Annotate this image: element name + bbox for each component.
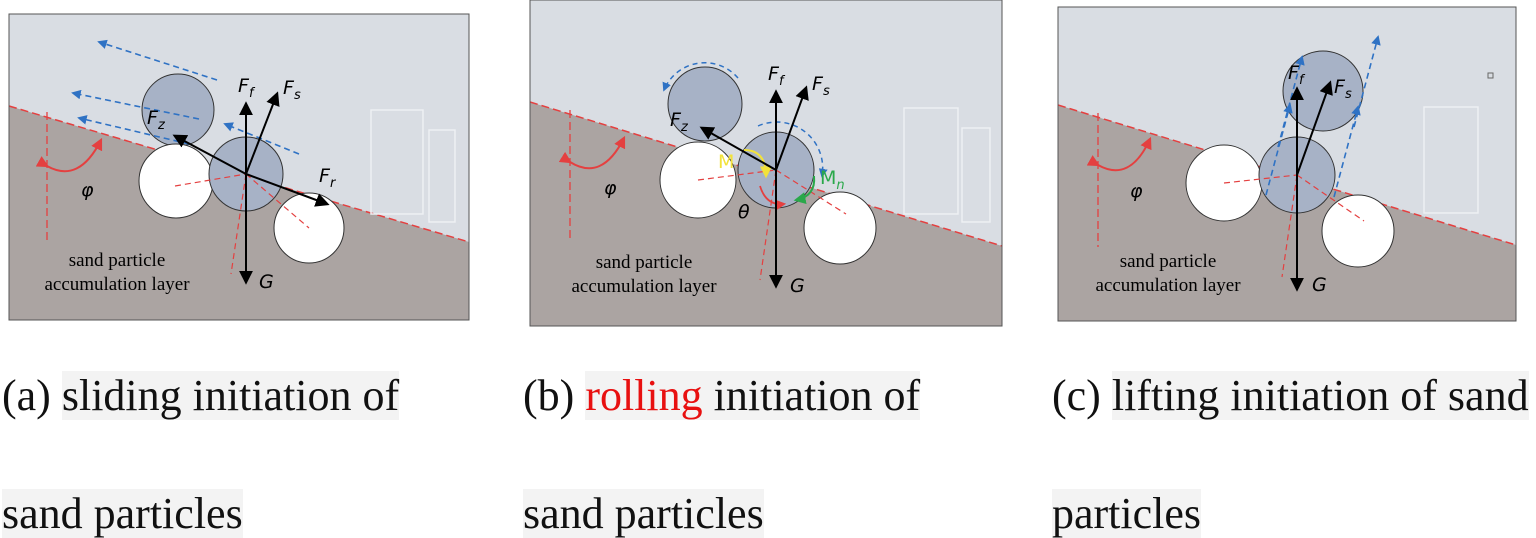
white-particle-right (1321, 194, 1395, 268)
motion-arrow (71, 89, 200, 120)
small-square-marker (1487, 72, 1494, 79)
lift-arrow (1333, 105, 1361, 198)
panel-c-diagram: φ Ff Fs G sand particle accumulation lay… (1057, 6, 1517, 322)
label-ff: Ff (238, 75, 256, 101)
ghost-rect (903, 107, 959, 215)
lift-arrow (1265, 103, 1293, 196)
label-fz: Fz (147, 107, 166, 133)
force-arrow-fs (1296, 80, 1333, 176)
panel-frame (8, 13, 470, 321)
label-fs: Fs (1334, 76, 1352, 102)
motion-arrow (77, 115, 190, 145)
panel-frame (529, 0, 1003, 327)
theta-arc (759, 185, 787, 211)
panel-frame (1057, 6, 1517, 322)
contact-line (1223, 174, 1298, 184)
moment-arrow-green (793, 175, 816, 204)
label-g: G (259, 271, 274, 293)
caption-b-red-word: rolling (585, 371, 703, 420)
label-ff: Ff (1288, 62, 1306, 88)
panel-a-diagram: φ Ff Fs Fz Fr G sand particle accumulati… (8, 13, 470, 321)
ground-region (530, 102, 1002, 326)
white-particle-left (138, 143, 214, 219)
caption-c-line2: particles (1052, 489, 1202, 538)
panel-a-svg: φ Ff Fs Fz Fr G sand particle accumulati… (8, 13, 470, 321)
label-fs: Fs (812, 73, 830, 99)
label-g: G (790, 275, 805, 297)
label-fz: Fz (670, 109, 689, 135)
motion-arrow (223, 122, 300, 155)
contact-line (759, 169, 777, 281)
contact-line (1296, 174, 1365, 222)
angle-label: φ (604, 177, 617, 199)
angle-label: φ (1130, 180, 1143, 202)
caption-b-line1: (b) rolling initiation of (523, 371, 921, 420)
caption-a-line1: (a) sliding initiation of (2, 371, 400, 420)
caption-a-line2-text: sand particles (2, 489, 243, 538)
rotation-arc-upper (662, 62, 739, 92)
upper-blue-particle (667, 66, 743, 142)
ghost-rect (370, 109, 424, 215)
caption-b-highlight: initiation of (713, 371, 921, 420)
panel-b-svg: φ θ M Mn Ff Fs Fz G sand particle accumu… (529, 0, 1003, 327)
white-particle-right (803, 191, 877, 265)
caption-b-line2: sand particles (523, 489, 764, 538)
slope-line (1057, 104, 1517, 246)
ghost-rect (1423, 106, 1479, 214)
layer-label-line2: accumulation layer (571, 276, 717, 297)
moment-arrow-yellow (743, 149, 772, 179)
label-ff: Ff (768, 63, 786, 89)
moment-label-green: Mn (820, 167, 845, 193)
contact-line (174, 173, 247, 187)
layer-label-line2: accumulation layer (1095, 275, 1241, 296)
caption-a-highlight: sliding initiation of (61, 371, 400, 420)
label-fr: Fr (319, 165, 337, 191)
angle-arc (35, 137, 103, 173)
caption-c-prefix: (c) (1052, 371, 1101, 420)
caption-c-line1: (c) lifting initiation of sand (1052, 371, 1529, 420)
rotation-arc-center (757, 121, 828, 178)
caption-a-line2: sand particles (2, 489, 243, 538)
angle-arc (1086, 136, 1152, 172)
angle-label: φ (81, 179, 94, 201)
force-arrow-fs (775, 85, 809, 171)
angle-arc (558, 135, 626, 170)
theta-label: θ (738, 201, 750, 223)
panel-c-svg: φ Ff Fs G sand particle accumulation lay… (1057, 6, 1517, 322)
motion-arrow (97, 39, 218, 81)
ghost-rect (428, 129, 456, 223)
contact-line (1281, 174, 1298, 278)
label-fs: Fs (283, 77, 301, 103)
moment-label-yellow: M (718, 151, 734, 173)
caption-b-line2-text: sand particles (523, 489, 764, 538)
ground-region (1058, 105, 1516, 321)
caption-c-highlight: lifting initiation of sand (1111, 371, 1529, 420)
force-arrow-fs (245, 91, 280, 175)
contact-line (245, 173, 310, 229)
layer-label-line2: accumulation layer (44, 274, 190, 295)
ghost-rect (961, 127, 991, 223)
contact-line (230, 173, 247, 275)
layer-label-line1: sand particle (1120, 251, 1217, 272)
label-g: G (1312, 274, 1327, 296)
caption-c-line2-text: particles (1052, 489, 1202, 538)
force-arrow-fr (245, 173, 330, 207)
layer-label-line1: sand particle (596, 252, 693, 273)
force-arrow-fz (172, 134, 247, 175)
ground-region (9, 106, 469, 320)
caption-a-prefix: (a) (2, 371, 51, 420)
panel-b-diagram: φ θ M Mn Ff Fs Fz G sand particle accumu… (529, 0, 1003, 327)
layer-label-line1: sand particle (69, 250, 166, 271)
slope-line (8, 105, 470, 243)
force-arrow-fz (699, 126, 777, 171)
caption-b-prefix: (b) (523, 371, 575, 420)
